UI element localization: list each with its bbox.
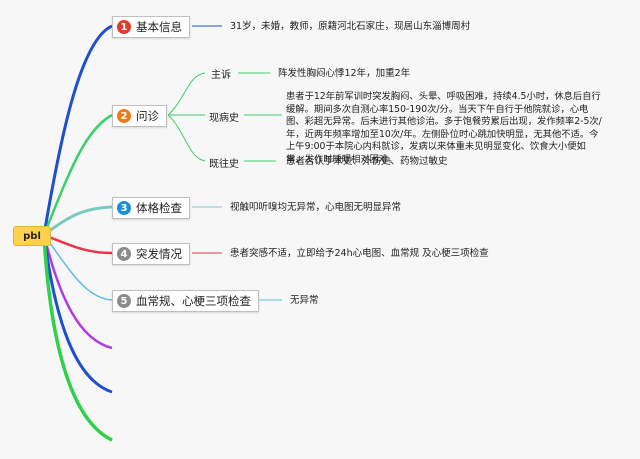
past-history-text: 患者否认手术史、外伤史、药物过敏史 (286, 156, 448, 167)
topic-label: 问诊 (136, 109, 159, 123)
branch-line-inquiry (42, 113, 113, 236)
topic-number-badge: 2 (117, 109, 131, 123)
topic-number-badge: 5 (117, 294, 131, 308)
chief-complaint-text: 阵发性胸闷心悸12年，加重2年 (278, 68, 411, 79)
topic-basic-info[interactable]: 1 基本信息 (112, 16, 190, 38)
topic-physical-exam[interactable]: 3 体格检查 (112, 197, 190, 219)
subtopic-present-illness[interactable]: 现病史 (209, 113, 239, 124)
topic-number-badge: 4 (117, 247, 131, 261)
sub-line-chief-complaint (167, 72, 206, 116)
emergency-detail: 患者突感不适，立即给予24h心电图、血常规 及心梗三项检查 (230, 248, 489, 259)
sub-line-past-history (167, 114, 206, 162)
topic-label: 体格检查 (136, 201, 182, 215)
subtopic-chief-complaint[interactable]: 主诉 (211, 70, 231, 81)
branch-line-basic-info (42, 24, 113, 236)
branch-line-empty-purple (42, 234, 113, 350)
lab-tests-detail: 无异常 (290, 295, 319, 306)
root-node[interactable]: pbl (13, 226, 51, 246)
topic-emergency[interactable]: 4 突发情况 (112, 243, 190, 265)
subtopic-past-history[interactable]: 既往史 (209, 159, 239, 170)
branch-line-empty-blue (42, 234, 113, 394)
topic-label: 突发情况 (136, 247, 182, 261)
topic-label: 血常规、心梗三项检查 (136, 294, 251, 308)
physical-exam-detail: 视触叩听嗅均无异常，心电图无明显异常 (230, 202, 402, 213)
branch-line-empty-green (42, 234, 113, 442)
topic-lab-tests[interactable]: 5 血常规、心梗三项检查 (112, 290, 259, 312)
topic-number-badge: 1 (117, 20, 131, 34)
branch-line-lab-tests (43, 234, 113, 301)
topic-number-badge: 3 (117, 201, 131, 215)
present-illness-text: 患者于12年前军训时突发胸闷、头晕、呼吸困难，持续4.5小时，休息后自行缓解。期… (286, 91, 602, 165)
topic-inquiry[interactable]: 2 问诊 (112, 105, 167, 127)
topic-label: 基本信息 (136, 20, 182, 34)
basic-info-detail: 31岁，未婚，教师，原籍河北石家庄，现居山东淄博周村 (230, 21, 471, 32)
